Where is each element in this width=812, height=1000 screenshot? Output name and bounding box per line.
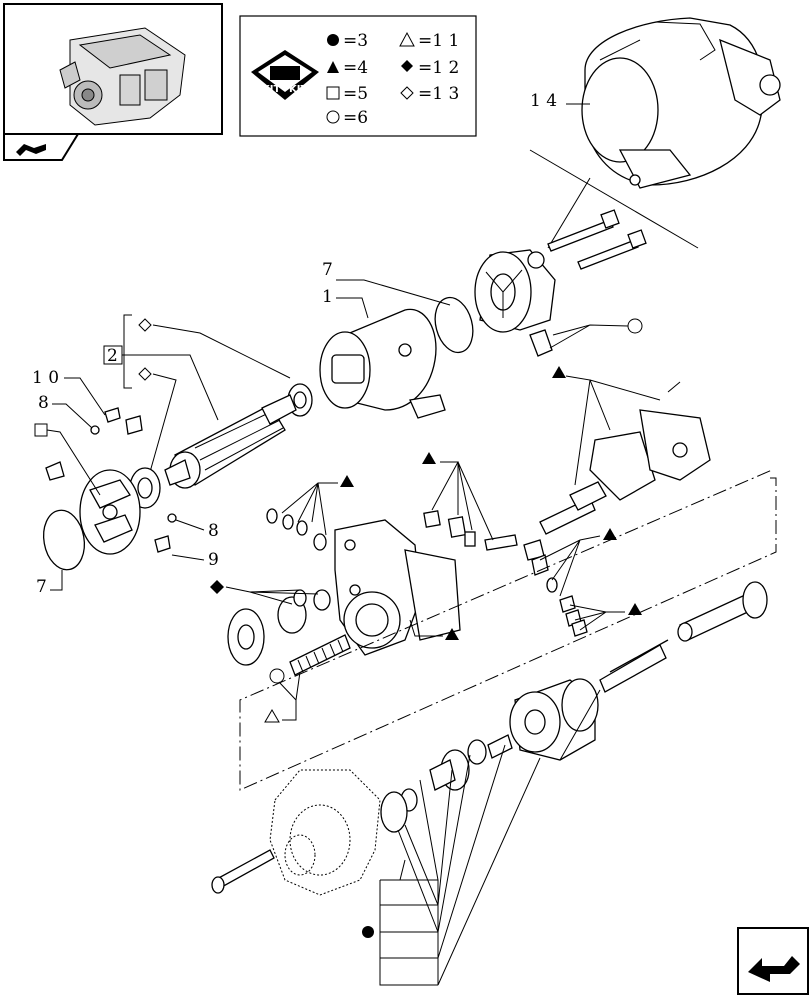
back-arrow-icon xyxy=(16,144,46,156)
rear-plug xyxy=(529,329,553,357)
mounting-bolt xyxy=(211,849,275,894)
kit-icon: KIT KIT xyxy=(251,50,319,100)
brush-10 xyxy=(125,415,143,435)
callout-1: 1 xyxy=(322,287,333,307)
square-icon xyxy=(326,86,340,100)
next-page-arrow-icon xyxy=(748,956,800,982)
gaskets xyxy=(589,409,711,501)
legend-item-3: =3 xyxy=(343,31,368,51)
callout-10: 1 0 xyxy=(32,368,59,388)
filled-circle-icon xyxy=(327,34,339,46)
brush-holder-plate xyxy=(79,469,141,555)
legend-item-4: =4 xyxy=(343,58,368,78)
kit-label-right: KIT xyxy=(289,84,307,95)
callout-2: 2 xyxy=(107,346,118,366)
callout-9: 9 xyxy=(208,550,219,570)
next-page-button[interactable] xyxy=(737,927,809,995)
through-bolts xyxy=(547,209,647,270)
solenoid-plunger xyxy=(539,481,607,535)
springs xyxy=(289,634,669,759)
legend-item-13: =1 3 xyxy=(418,84,459,104)
diamond-icon xyxy=(400,86,414,100)
filled-diamond-icon xyxy=(401,60,413,72)
small-gear-stack xyxy=(380,739,487,833)
circle-icon xyxy=(326,110,340,124)
legend-box: KIT KIT =3 =4 =5 =6 =1 1 =1 2 =1 3 xyxy=(239,15,477,137)
back-nav-button[interactable] xyxy=(3,133,80,161)
callout-14: 1 4 xyxy=(530,91,557,111)
washers-left xyxy=(266,508,327,551)
callout-7-bottom: 7 xyxy=(36,577,47,597)
legend-item-5: =5 xyxy=(343,84,368,104)
armature xyxy=(164,394,297,489)
kit-label-left: KIT xyxy=(262,84,280,95)
brush-small xyxy=(104,407,121,423)
drive-end-housing xyxy=(334,519,461,656)
callout-8-top: 8 xyxy=(38,393,49,413)
planet-gears xyxy=(227,589,331,666)
field-frame-yoke xyxy=(319,308,446,419)
legend-item-12: =1 2 xyxy=(418,58,459,78)
engine-thumbnail-frame[interactable] xyxy=(3,3,223,135)
callout-7-top: 7 xyxy=(322,260,333,280)
solenoid-parts xyxy=(423,510,545,561)
o-ring-7-bottom xyxy=(42,509,86,571)
o-ring-7-top xyxy=(434,296,474,354)
starter-motor-assembly xyxy=(581,17,781,189)
mounting-flange-phantom xyxy=(269,769,381,896)
engine-thumbnail xyxy=(59,27,186,126)
overrunning-clutch xyxy=(509,678,599,761)
nuts-right xyxy=(531,554,588,637)
callout-8-bottom: 8 xyxy=(208,521,219,541)
legend-item-11: =1 1 xyxy=(418,31,459,51)
legend-item-6: =6 xyxy=(343,108,368,128)
triangle-icon xyxy=(399,31,415,47)
rear-cover xyxy=(474,249,556,333)
filled-triangle-icon xyxy=(327,61,339,73)
pinion-shaft xyxy=(677,581,768,642)
